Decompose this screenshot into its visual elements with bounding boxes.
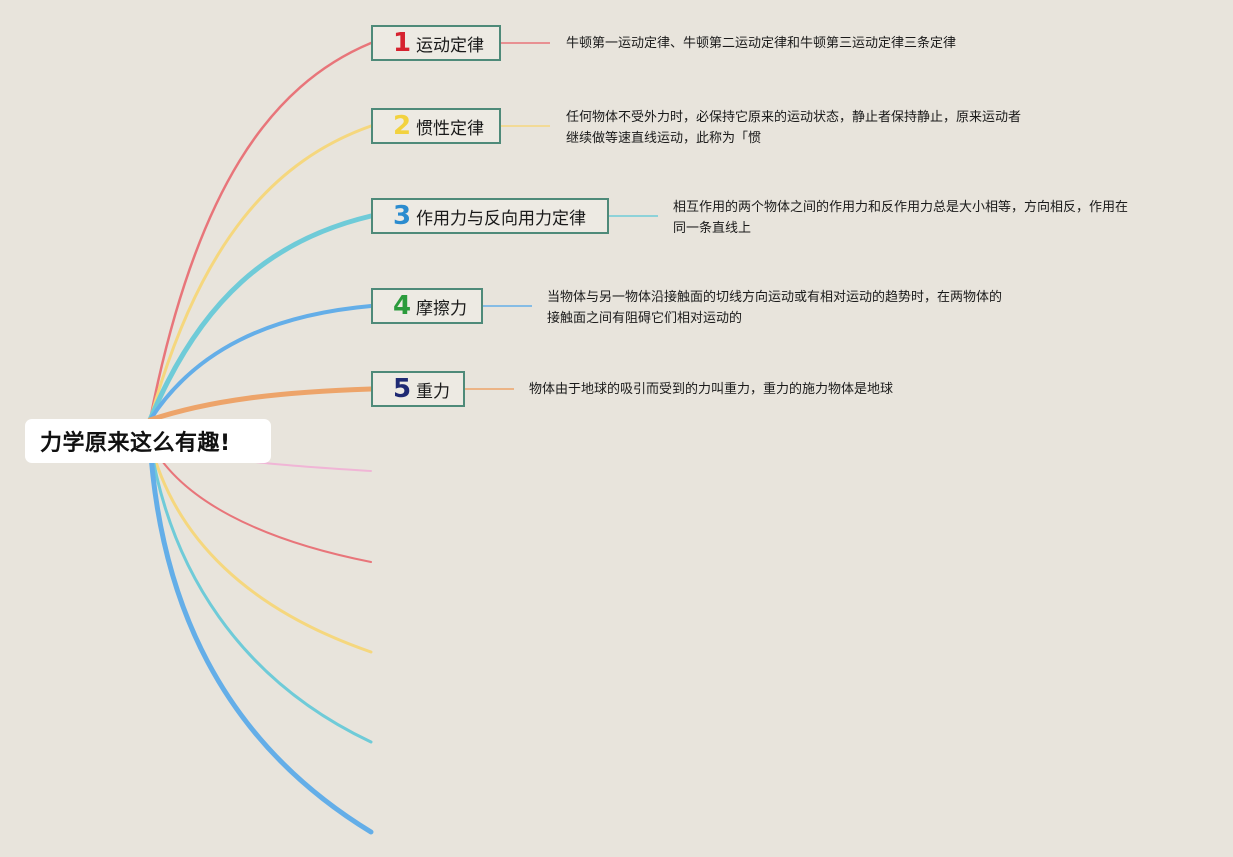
branch-label-3: 作用力与反向用力定律: [416, 208, 586, 229]
empty-branch-connector-4: [148, 440, 373, 744]
branch-node-4[interactable]: 4 摩擦力: [371, 288, 483, 324]
branch-connector-1: [148, 41, 373, 422]
branch-number-1: 1: [392, 28, 412, 58]
description-line: 任何物体不受外力时，必保持它原来的运动状态，静止者保持静止，原来运动者: [566, 110, 1022, 125]
branch-description-3: 相互作用的两个物体之间的作用力和反作用力总是大小相等，方向相反，作用在 同一条直…: [673, 197, 1128, 239]
description-line: 物体由于地球的吸引而受到的力叫重力，重力的施力物体是地球: [529, 382, 894, 397]
description-line: 当物体与另一物体沿接触面的切线方向运动或有相对运动的趋势时，在两物体的: [547, 290, 1003, 305]
branch-description-1: 牛顿第一运动定律、牛顿第二运动定律和牛顿第三运动定律三条定律: [566, 33, 956, 54]
branch-description-4: 当物体与另一物体沿接触面的切线方向运动或有相对运动的趋势时，在两物体的 接触面之…: [547, 287, 1002, 329]
branch-connector-5: [147, 386, 374, 423]
branch-description-2: 任何物体不受外力时，必保持它原来的运动状态，静止者保持静止，原来运动者 继续做等…: [566, 107, 1021, 149]
description-line: 牛顿第一运动定律、牛顿第二运动定律和牛顿第三运动定律三条定律: [566, 36, 957, 51]
branch-node-1[interactable]: 1 运动定律: [371, 25, 501, 61]
branch-connector-3: [147, 213, 374, 423]
description-line: 继续做等速直线运动，此称为「惯: [566, 131, 762, 146]
branch-number-2: 2: [392, 111, 412, 141]
root-title: 力学原来这么有趣!: [40, 431, 231, 456]
branch-number-3: 3: [392, 201, 412, 231]
description-line: 同一条直线上: [673, 221, 752, 236]
empty-branch-connector-2: [149, 441, 372, 563]
branch-label-4: 摩擦力: [416, 298, 467, 319]
branch-number-4: 4: [392, 291, 412, 321]
branch-node-2[interactable]: 2 惯性定律: [371, 108, 501, 144]
root-topic[interactable]: 力学原来这么有趣!: [25, 419, 271, 463]
description-line: 接触面之间有阻碍它们相对运动的: [547, 311, 743, 326]
branch-label-1: 运动定律: [416, 35, 484, 56]
empty-branch-connector-3: [148, 440, 373, 654]
branch-label-2: 惯性定律: [416, 118, 484, 139]
branch-number-5: 5: [392, 374, 412, 404]
branch-label-5: 重力: [416, 381, 450, 402]
empty-branch-connector-5: [147, 439, 374, 835]
branch-node-3[interactable]: 3 作用力与反向用力定律: [371, 198, 609, 234]
branch-connector-4: [148, 304, 373, 422]
branch-node-5[interactable]: 5 重力: [371, 371, 465, 407]
branch-description-5: 物体由于地球的吸引而受到的力叫重力，重力的施力物体是地球: [529, 379, 893, 400]
description-line: 相互作用的两个物体之间的作用力和反作用力总是大小相等，方向相反，作用在: [673, 200, 1129, 215]
branch-connector-2: [148, 124, 373, 422]
